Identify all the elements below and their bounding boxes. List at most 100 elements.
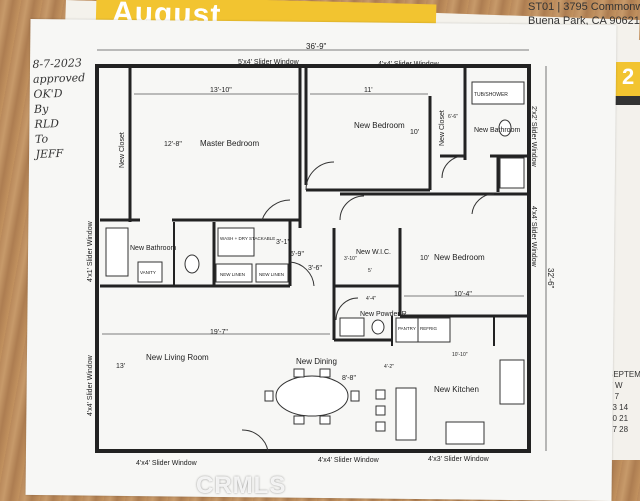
dim-label: 10' xyxy=(420,255,429,262)
outer-wall xyxy=(95,64,531,453)
calendar-row: 13 14 xyxy=(608,403,629,412)
window-right-mid: 4'x4' Slider Window xyxy=(530,206,537,268)
stool xyxy=(375,389,386,400)
dim-label: 13' xyxy=(116,363,125,370)
fixture-tub: TUB/SHOWER xyxy=(474,92,508,98)
room-master-bedroom: Master Bedroom xyxy=(200,139,259,148)
dim-label: 19'-7" xyxy=(210,329,228,336)
chair xyxy=(350,390,360,402)
calendar-row: 6 7 xyxy=(608,392,620,401)
stool xyxy=(375,421,386,432)
dimension-lines xyxy=(97,49,547,451)
range xyxy=(499,359,525,405)
door-swing xyxy=(305,161,335,191)
room-closet-left: New Closet xyxy=(119,132,126,168)
dim-label: 3'-1" xyxy=(276,239,290,246)
doors xyxy=(241,155,495,452)
sink-powder xyxy=(339,317,365,337)
room-bathroom-left: New Bathroom xyxy=(130,245,176,252)
door-swing xyxy=(441,155,465,179)
dim-label: 4'-2" xyxy=(384,364,394,370)
dim-label: 10'-10" xyxy=(452,352,468,358)
kitchen-sink xyxy=(445,421,485,445)
chair xyxy=(319,368,331,378)
room-closet-right: New Closet xyxy=(439,110,446,146)
room-kitchen: New Kitchen xyxy=(434,385,479,394)
dim-label: 11' xyxy=(364,87,373,94)
chair xyxy=(319,415,331,425)
fixture-washer: WASH + DRY STACKABLE xyxy=(220,236,275,241)
calendar-title: SEPTEMB xyxy=(608,370,640,379)
door-swing xyxy=(471,193,495,215)
dim-label: 5' xyxy=(368,268,372,274)
vanity-left xyxy=(137,261,163,283)
dim-label: 12'-8" xyxy=(164,141,182,148)
dim-label: 10' xyxy=(410,129,419,136)
door-swing xyxy=(241,429,269,452)
fixture-pantry: PANTRY xyxy=(398,326,416,331)
window-top-right: 4'x4' Slider Window xyxy=(378,61,440,68)
calendar-strip xyxy=(612,96,640,105)
calendar-banner: 2 xyxy=(612,62,640,96)
island xyxy=(395,387,417,441)
fixture-vanity: VANITY xyxy=(140,270,156,275)
door-swing xyxy=(289,261,315,287)
fixtures xyxy=(105,81,525,445)
door-swing xyxy=(335,297,359,321)
room-living: New Living Room xyxy=(146,353,209,362)
fixture-linen-1: NEW LINEN xyxy=(220,272,245,277)
window-bottom-right: 4'x3' Slider Window xyxy=(428,456,490,463)
vanity xyxy=(499,157,525,189)
refrig-box xyxy=(417,317,451,343)
chair xyxy=(293,368,305,378)
calendar-banner-text: 2 xyxy=(622,64,635,89)
walls xyxy=(95,64,531,453)
door-swing xyxy=(261,199,291,221)
calendar-days: T W xyxy=(608,381,623,390)
room-wic: New W.I.C. xyxy=(356,249,391,256)
dim-label: 10'-4" xyxy=(454,291,472,298)
stool xyxy=(375,405,386,416)
calendar-grid: SEPTEMB T W 6 7 13 14 20 21 27 28 xyxy=(608,368,640,434)
room-dining: New Dining xyxy=(296,357,337,366)
dim-label: 3'-10" xyxy=(344,256,357,262)
dim-label: 4'-4" xyxy=(366,296,376,302)
toilet-left xyxy=(184,254,200,274)
window-top-left: 5'x4' Slider Window xyxy=(238,59,300,66)
washer-dryer xyxy=(217,227,255,257)
dim-label: 8'-8" xyxy=(342,375,356,382)
window-right-upper: 2'x2' Slider Window xyxy=(530,106,537,168)
linen-2 xyxy=(255,263,289,283)
toilet-powder xyxy=(371,319,385,335)
labels: 36'-9" 5'x4' Slider Window 4'x4' Slider … xyxy=(87,42,555,467)
dim-label: 13'-10" xyxy=(210,87,232,94)
chair xyxy=(293,415,305,425)
window-left-upper: 4'x1' Slider Window xyxy=(87,220,94,282)
fixture-linen-2: NEW LINEN xyxy=(259,272,284,277)
tub xyxy=(471,81,525,105)
calendar-row: 20 21 xyxy=(608,414,629,423)
total-width: 36'-9" xyxy=(306,42,327,51)
fixture-refrig: REFRIG xyxy=(420,326,438,331)
crmls-watermark: CRMLS xyxy=(196,472,287,499)
dim-label: 6'-9" xyxy=(290,251,304,258)
dining-table xyxy=(275,375,349,417)
toilet xyxy=(498,119,512,137)
door-swing xyxy=(339,195,365,221)
address-line1: ST01 | 3795 Commonwealth xyxy=(528,1,640,13)
window-left-lower: 4'x4' Slider Window xyxy=(87,354,94,416)
room-bedroom-mid: New Bedroom xyxy=(434,253,485,262)
dim-label: 3'-6" xyxy=(308,265,322,272)
room-bedroom-top: New Bedroom xyxy=(354,121,405,130)
room-powder: New Powder R. xyxy=(360,311,409,318)
calendar-row: 27 28 xyxy=(608,425,629,434)
room-bathroom-right: New Bathroom xyxy=(474,127,520,134)
window-bottom-left: 4'x4' Slider Window xyxy=(136,460,198,467)
dim-label: 6'-6" xyxy=(448,114,458,120)
total-depth: 32'-6" xyxy=(546,268,555,289)
linen-1 xyxy=(215,263,253,283)
tub-left xyxy=(105,227,129,277)
chair xyxy=(264,390,274,402)
window-bottom-mid: 4'x4' Slider Window xyxy=(318,457,380,464)
